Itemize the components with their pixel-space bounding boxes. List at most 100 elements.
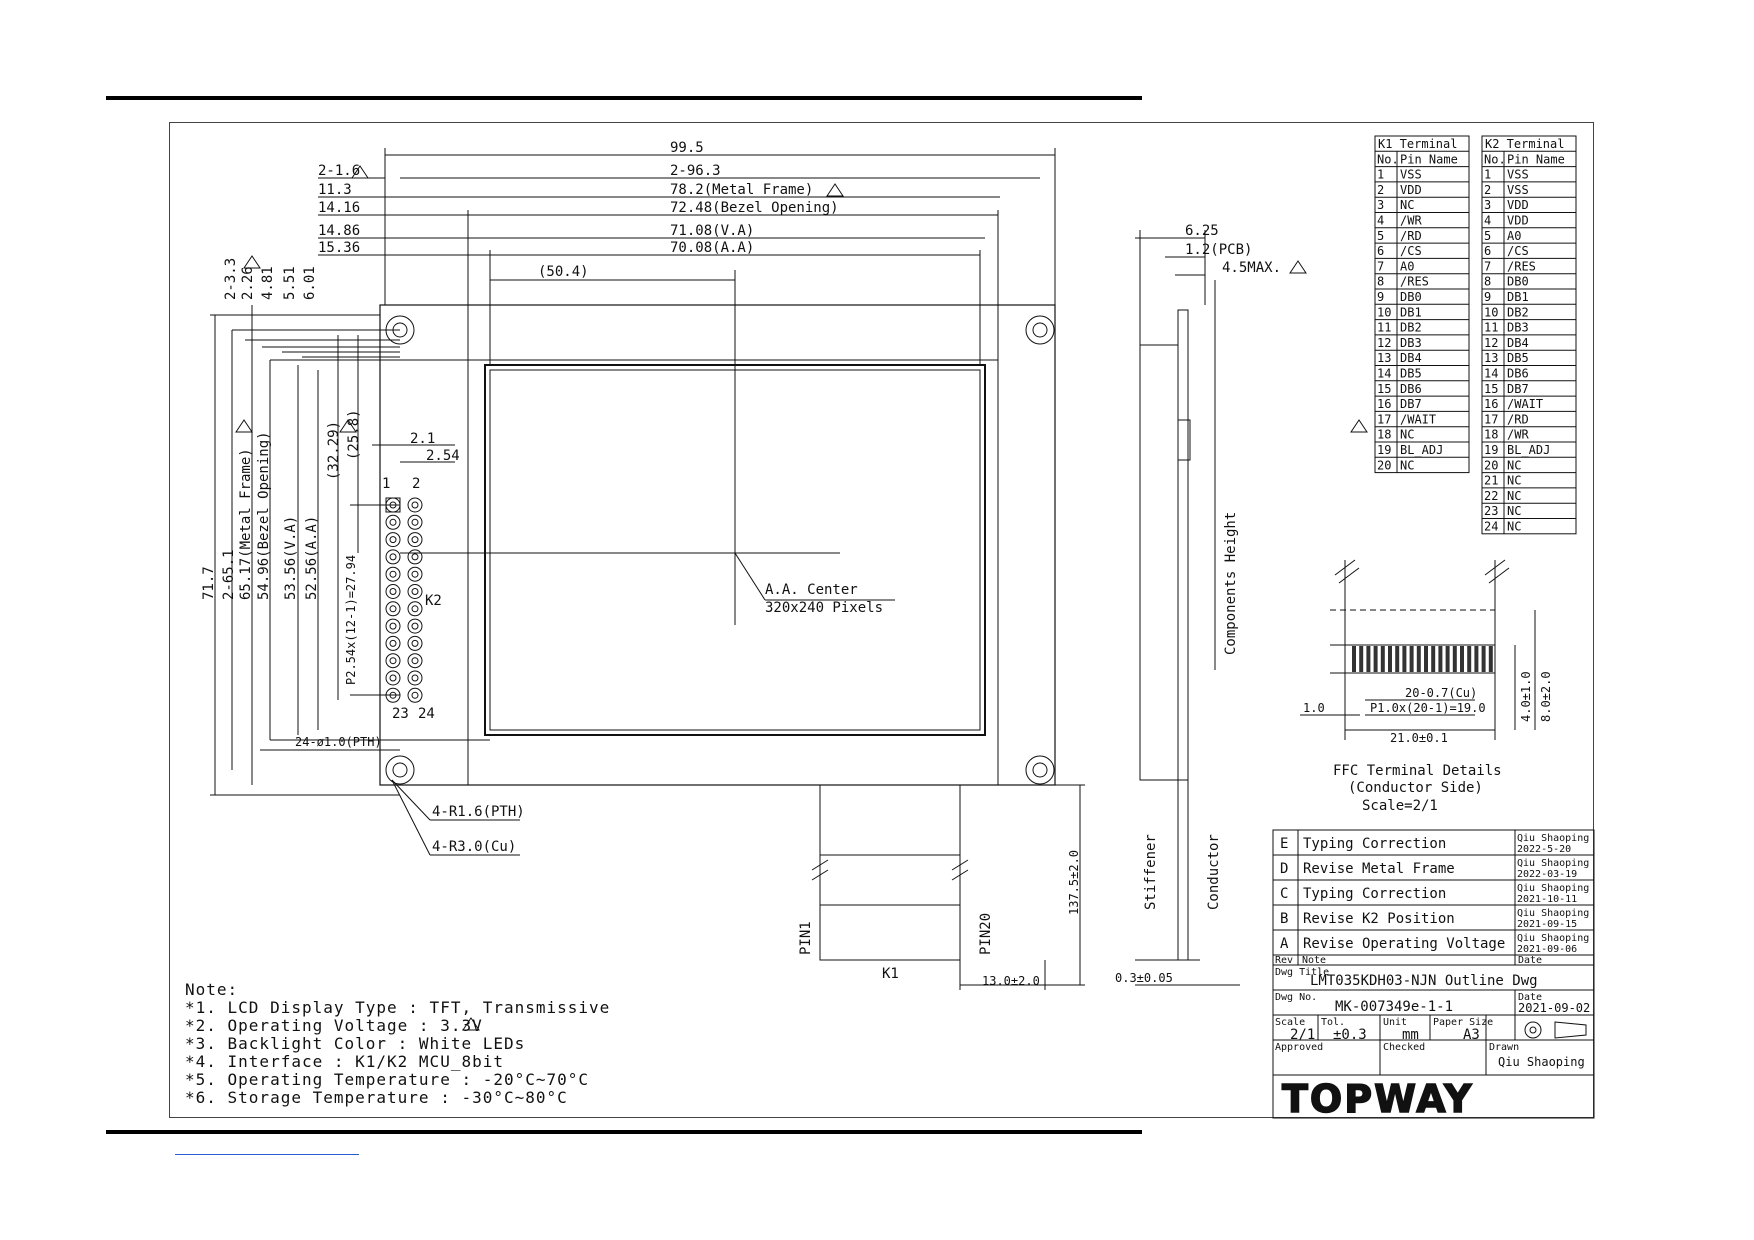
table-cell-pin: DB0 xyxy=(1400,290,1422,304)
table-cell-pin: /RD xyxy=(1400,229,1422,243)
dwg-title: LMT035KDH03-NJN Outline Dwg xyxy=(1310,973,1538,989)
metal-frame-outline xyxy=(379,304,1056,786)
k2-pin xyxy=(407,601,423,617)
table-cell-pin: DB5 xyxy=(1507,351,1529,365)
table-cell-no: 4 xyxy=(1377,214,1384,228)
table-cell-pin: NC xyxy=(1507,474,1521,488)
table-title: K1 Terminal xyxy=(1378,137,1457,151)
dim-bezel-height: 54.96(Bezel Opening) xyxy=(256,431,272,600)
ffc-finger xyxy=(1438,646,1443,672)
k2-pin xyxy=(407,584,423,599)
topway-logo: TOPWAY xyxy=(1282,1077,1474,1121)
ffc-subtitle: (Conductor Side) xyxy=(1348,780,1483,796)
table-cell-no: 8 xyxy=(1484,275,1491,289)
unit-value: mm xyxy=(1402,1027,1419,1043)
k2-pin xyxy=(385,549,401,565)
dim-side-max: 4.5MAX. xyxy=(1222,260,1281,276)
footer-link[interactable] xyxy=(175,1138,359,1155)
table-cell-no: 17 xyxy=(1484,412,1498,426)
checked-header: Checked xyxy=(1383,1042,1425,1053)
table-cell-pin: /WAIT xyxy=(1507,397,1543,411)
dim-k2-offset-a: (32.29) xyxy=(326,421,342,480)
table-cell-no: 11 xyxy=(1377,321,1391,335)
dim-frame-height: 65.17(Metal Frame) xyxy=(238,448,254,600)
table-cell-pin: DB3 xyxy=(1400,336,1422,350)
ffc-finger xyxy=(1416,646,1421,672)
note-header: Note xyxy=(1302,955,1326,966)
dim-side-thickness: 0.3±0.05 xyxy=(1115,971,1173,985)
table-cell-no: 2 xyxy=(1484,183,1491,197)
revision-date: 2022-03-19 xyxy=(1517,869,1577,880)
table-cell-no: 20 xyxy=(1377,458,1391,472)
conductor-label: Conductor xyxy=(1206,834,1222,910)
revision-letter: E xyxy=(1280,836,1288,852)
ffc-finger xyxy=(1452,646,1457,672)
dim-hole-vpitch: 2-65.1 xyxy=(221,549,237,600)
table-cell-pin: BL_ADJ xyxy=(1507,443,1550,457)
hole-pth-label: 4-R1.6(PTH) xyxy=(432,804,525,820)
ffc-finger xyxy=(1373,646,1378,672)
table-cell-pin: VSS xyxy=(1507,183,1529,197)
table-cell-pin: NC xyxy=(1507,489,1521,503)
table-cell-pin: BL_ADJ xyxy=(1400,443,1443,457)
table-cell-pin: DB3 xyxy=(1507,321,1529,335)
table-cell-no: 13 xyxy=(1484,351,1498,365)
table-cell-no: 22 xyxy=(1484,489,1498,503)
revision-author: Qiu Shaoping xyxy=(1517,933,1589,944)
table-cell-pin: NC xyxy=(1507,458,1521,472)
table-cell-pin: VDD xyxy=(1507,198,1529,212)
dim-top-va: 5.51 xyxy=(282,266,298,300)
unit-header: Unit xyxy=(1383,1017,1407,1028)
table-cell-pin: DB6 xyxy=(1507,367,1529,381)
approved-header: Approved xyxy=(1275,1042,1323,1053)
dim-aa-height: 52.56(A.A) xyxy=(304,516,320,600)
table-title: K2 Terminal xyxy=(1485,137,1564,151)
ffc-finger xyxy=(1467,646,1472,672)
table-cell-pin: /CS xyxy=(1507,244,1529,258)
dim-metal-frame: 78.2(Metal Frame) xyxy=(670,182,813,198)
drawing-frame xyxy=(169,122,1594,1118)
components-height-label: Components Height xyxy=(1223,512,1239,655)
dim-top-aa: 6.01 xyxy=(302,266,318,300)
drawn-by: Qiu Shaoping xyxy=(1498,1055,1585,1069)
ffc-finger xyxy=(1352,646,1356,672)
ffc-finger xyxy=(1445,646,1450,672)
k2-pin xyxy=(385,566,401,582)
table-cell-pin: NC xyxy=(1400,458,1414,472)
table-cell-no: 6 xyxy=(1377,244,1384,258)
dim-center-offset: (50.4) xyxy=(538,264,589,280)
notes-title: Note: xyxy=(185,980,238,999)
table-head-name: Pin Name xyxy=(1400,152,1458,166)
note-3: *3. Backlight Color : White LEDs xyxy=(185,1034,525,1053)
tol-header: Tol. xyxy=(1321,1017,1345,1028)
table-head-no: No. xyxy=(1484,152,1506,166)
dim-fpc-length: 137.5±2.0 xyxy=(1067,850,1081,915)
drawn-header: Drawn xyxy=(1489,1042,1519,1053)
fpc-pin1-label: PIN1 xyxy=(798,921,814,955)
k2-pin xyxy=(407,532,423,548)
table-cell-no: 18 xyxy=(1377,428,1391,442)
scale-header: Scale xyxy=(1275,1017,1305,1028)
k2-pin-header xyxy=(385,497,423,703)
table-cell-no: 1 xyxy=(1377,168,1384,182)
revision-date: 2021-10-11 xyxy=(1517,894,1577,905)
ffc-finger xyxy=(1380,646,1385,672)
dim-ffc-conductor: 20-0.7(Cu) xyxy=(1405,686,1477,700)
dwg-title-header: Dwg Title xyxy=(1275,967,1329,978)
k2-pin xyxy=(407,566,423,582)
revision-letter: A xyxy=(1280,936,1289,952)
revision-date: 2021-09-06 xyxy=(1517,944,1577,955)
table-cell-no: 11 xyxy=(1484,321,1498,335)
table-cell-no: 3 xyxy=(1377,198,1384,212)
dim-left-hole: 2-1.6 xyxy=(318,163,360,179)
revision-author: Qiu Shaoping xyxy=(1517,858,1589,869)
k2-pin xyxy=(385,601,401,617)
table-cell-pin: DB6 xyxy=(1400,382,1422,396)
